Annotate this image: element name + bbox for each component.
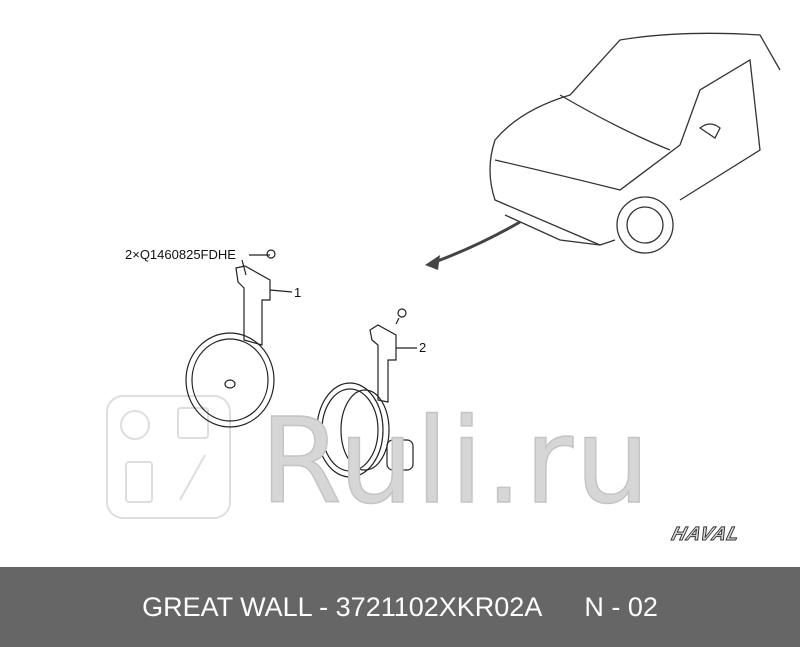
parts-diagram — [106, 32, 781, 519]
footer-bar: GREAT WALL - 3721102XKR02A N - 02 — [0, 567, 800, 647]
footer-part-title: GREAT WALL - 3721102XKR02A — [142, 591, 543, 622]
haval-logo: HAVAL — [669, 524, 743, 546]
part-2-callout: 2 — [419, 340, 427, 355]
car-front-drawing — [489, 32, 781, 254]
bolt-callout-label: 2×Q1460825FDHE — [125, 247, 236, 262]
location-arrow — [434, 220, 521, 264]
arrow-head-icon — [425, 255, 440, 270]
part-1-callout: 1 — [294, 285, 302, 300]
watermark-text: Ruli.ru — [259, 391, 652, 531]
horn-1-drawing — [185, 249, 293, 428]
horn-2-drawing — [316, 308, 417, 478]
footer-page-number: N - 02 — [584, 591, 658, 622]
watermark-icons — [106, 395, 231, 519]
